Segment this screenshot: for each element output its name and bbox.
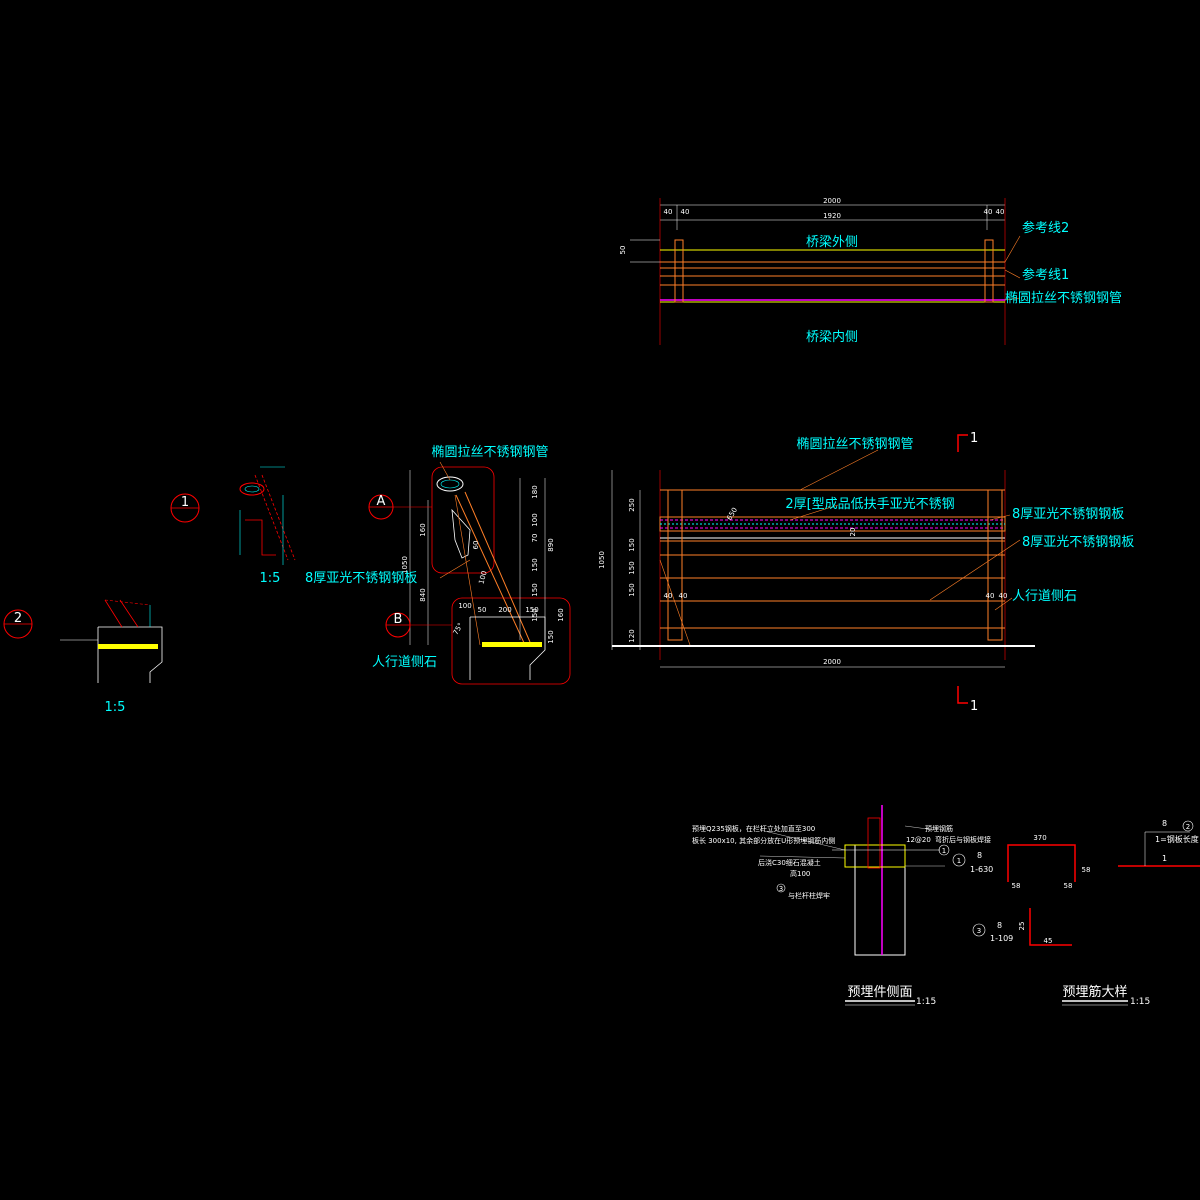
detail-angle: 75° <box>452 622 465 637</box>
elev-post-dim-2: 40 <box>679 592 688 600</box>
embed-right-note-2: 12@20 <box>906 836 931 844</box>
detail-misc-1: 60 <box>472 541 480 550</box>
detail-dim-l2: 840 <box>419 588 427 601</box>
embed-right-note-1: 预埋钢筋 <box>925 824 953 833</box>
bar1-side: 58 <box>1082 866 1091 874</box>
embed-right-note-3: 弯折后与钢板焊接 <box>935 835 991 844</box>
top-dim-inner: 1920 <box>823 212 841 220</box>
bar1-top: 370 <box>1033 834 1046 842</box>
detail-dim-b1: 50 <box>478 606 487 614</box>
detail-1-view: 1 1:5 <box>170 466 296 586</box>
detail-dim-b3: 150 <box>525 606 538 614</box>
bar3-dia: 8 <box>997 921 1002 930</box>
elev-handrail-val: 20 <box>849 528 857 537</box>
elev-dim-2: 150 <box>628 538 636 551</box>
embed-title: 预埋件侧面 <box>847 985 912 1000</box>
elev-label-curb: 人行道侧石 <box>1012 589 1077 604</box>
callout-2: 2 <box>14 611 22 626</box>
elev-label-plate-top: 8厚亚光不锈钢钢板 <box>1012 507 1124 522</box>
detail-dim-r5: 150 <box>531 583 539 596</box>
embed-note-2: 板长 300x10, 其余部分放在U形预埋钢筋内侧 <box>692 836 835 845</box>
embed-scale: 1:15 <box>916 997 936 1007</box>
elev-label-handrail: 2厚[型成品低扶手亚光不锈钢 <box>785 497 954 512</box>
detail-misc-2: 100 <box>477 570 488 585</box>
detail-dim-r4: 150 <box>531 558 539 571</box>
elev-post-dim-1: 40 <box>664 592 673 600</box>
embed-side-view: 预埋Q235钢板，在栏杆立处加直至300 板长 300x10, 其余部分放在U形… <box>692 805 991 1007</box>
rebar-scale: 1:15 <box>1130 997 1150 1007</box>
top-dim-left-b: 40 <box>681 208 690 216</box>
detail-dim-l3: 1050 <box>401 556 409 574</box>
embed-note-4: 高100 <box>790 869 810 878</box>
embed-note-5: 与栏杆柱焊牢 <box>788 891 830 900</box>
bar1-dia: 8 <box>977 851 982 860</box>
bar1-right: 58 <box>1064 882 1073 890</box>
detail-dim-r7: 160 <box>557 608 565 621</box>
embed-note-1: 预埋Q235钢板，在栏杆立处加直至300 <box>692 824 815 833</box>
detail-dim-r2: 100 <box>531 513 539 526</box>
elev-post-dim-3: 40 <box>986 592 995 600</box>
elev-mid-label: 650 <box>725 506 739 522</box>
elev-dim-total: 1050 <box>598 551 606 569</box>
top-label-inner: 桥梁内侧 <box>806 329 858 345</box>
detail-dim-r3: 70 <box>531 534 539 543</box>
elev-dim-3: 150 <box>628 561 636 574</box>
top-dim-side: 50 <box>619 246 627 255</box>
section-mark-bottom: 1 <box>970 699 978 714</box>
callout-a: A <box>377 494 386 509</box>
top-label-outer: 桥梁外侧 <box>806 235 858 250</box>
elev-post-dim-4: 40 <box>999 592 1008 600</box>
detail-dim-l1: 160 <box>419 523 427 536</box>
detail-dim-r6: 150 <box>531 608 539 621</box>
elev-dim-1: 250 <box>628 498 636 511</box>
bar1-len: 1-630 <box>970 865 993 874</box>
elev-label-pipe: 椭圆拉丝不锈钢钢管 <box>796 436 913 452</box>
elev-label-plate-mid: 8厚亚光不锈钢钢板 <box>1022 535 1134 550</box>
rebar-detail-view: 370 58 58 58 1 8 1-630 3 8 1-109 25 45 2… <box>952 819 1200 1007</box>
section-mark-top: 1 <box>970 431 978 446</box>
top-dim-total: 2000 <box>823 197 841 205</box>
bar2-val: 1 <box>1162 854 1167 863</box>
detail-dim-r-total: 890 <box>547 538 555 551</box>
embed-marker-3: 3 <box>779 885 783 893</box>
top-label-ref1: 参考线1 <box>1022 267 1069 283</box>
detail-label-pipe: 椭圆拉丝不锈钢钢管 <box>431 444 548 460</box>
top-dim-right-a: 40 <box>984 208 993 216</box>
detail-misc-3: 100 <box>458 602 471 610</box>
bar2-len: 1=钢板长度 <box>1155 834 1199 844</box>
bar2-marker: 2 <box>1186 823 1190 831</box>
embed-marker-1: 1 <box>942 847 946 855</box>
detail-dim-r1: 180 <box>531 485 539 498</box>
bar3-b: 45 <box>1044 937 1053 945</box>
bar2-dia: 8 <box>1162 819 1167 828</box>
top-label-ref2: 参考线2 <box>1022 220 1069 236</box>
callout-1: 1 <box>181 495 189 510</box>
bar3-marker: 3 <box>977 927 981 935</box>
bar1-marker: 1 <box>957 857 961 865</box>
rebar-title: 预埋筋大样 <box>1062 984 1127 1000</box>
detail-section-view: 180 100 70 150 150 150 160 890 160 840 1… <box>305 444 571 685</box>
elev-dim-4: 150 <box>628 583 636 596</box>
elev-dim-5: 120 <box>628 629 636 642</box>
detail-label-plate: 8厚亚光不锈钢钢板 <box>305 571 417 586</box>
bar3-len: 1-109 <box>990 934 1013 943</box>
top-label-pipe: 椭圆拉丝不锈钢钢管 <box>1005 290 1122 306</box>
detail1-scale: 1:5 <box>260 571 281 586</box>
bar1-left: 58 <box>1012 882 1021 890</box>
top-dim-right-b: 40 <box>996 208 1005 216</box>
elev-dim-bottom: 2000 <box>823 658 841 666</box>
callout-b: B <box>394 612 403 627</box>
top-dim-left-a: 40 <box>664 208 673 216</box>
detail-dim-b2: 200 <box>498 606 511 614</box>
embed-note-3: 后浇C30细石混凝土 <box>758 858 821 867</box>
top-plan-view: 2000 1920 40 40 40 40 50 桥梁外侧 桥梁内侧 参考线2 … <box>619 197 1122 345</box>
detail2-scale: 1:5 <box>105 700 126 715</box>
detail-label-curb: 人行道侧石 <box>372 655 437 670</box>
detail-dim-b4: 150 <box>547 630 555 643</box>
detail-2-view: 2 1:5 <box>3 599 163 715</box>
bar3-a: 25 <box>1018 922 1026 931</box>
elevation-view: 1 1 1050 250 150 150 150 <box>598 431 1134 714</box>
